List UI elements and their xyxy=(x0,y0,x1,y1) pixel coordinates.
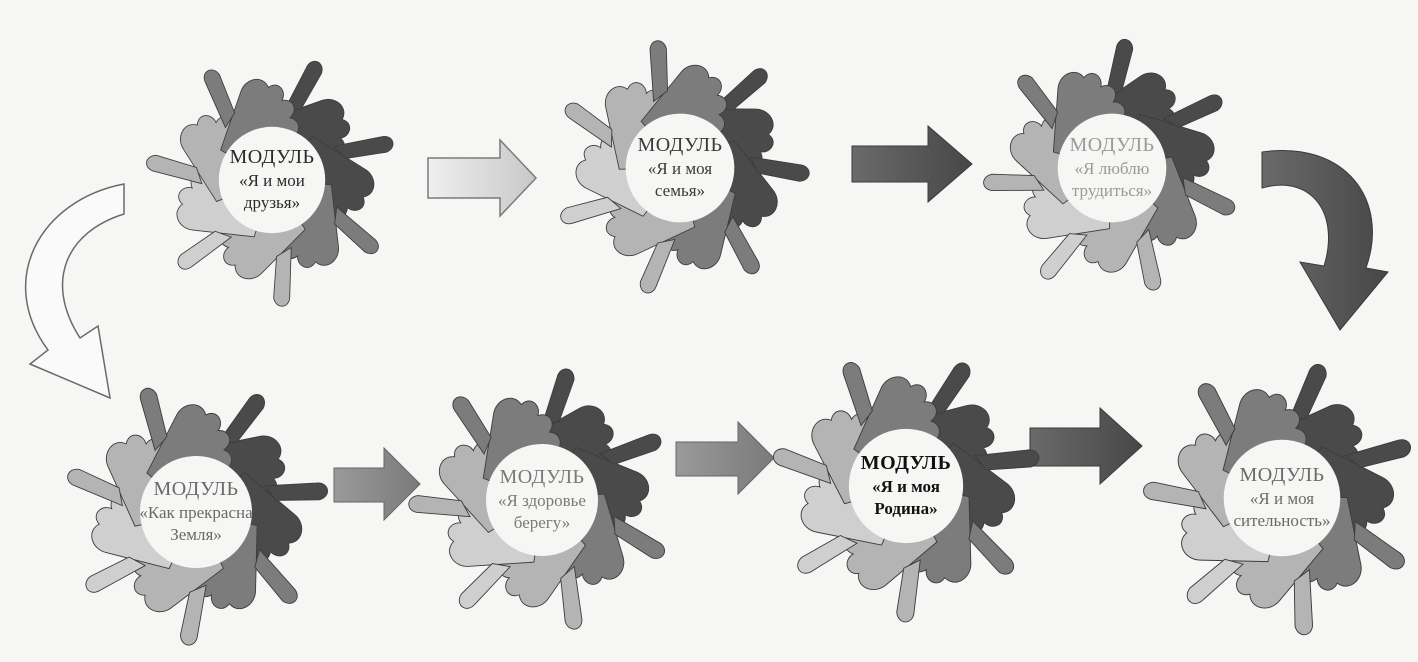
hands-ring-module-2 xyxy=(503,0,862,352)
hands-ring-module-1 xyxy=(139,45,413,320)
hands-ring-module-6 xyxy=(751,329,1070,649)
arrow-module5-to-module6 xyxy=(676,422,774,494)
hands-ring-module-7 xyxy=(1124,338,1418,662)
hands-ring-module-3 xyxy=(945,0,1288,342)
arrow-module1-to-module2 xyxy=(428,140,536,216)
arrow-module3-to-module7 xyxy=(1262,150,1388,330)
ring-center xyxy=(219,127,325,233)
hands-ring-module-4 xyxy=(37,352,363,662)
hands-ring-module-5 xyxy=(379,334,714,662)
arrow-module6-to-module7 xyxy=(1030,408,1142,484)
arrow-module2-to-module3 xyxy=(852,126,972,202)
arrow-module4-to-module5 xyxy=(334,448,420,520)
arrow-module1-to-module4 xyxy=(26,184,124,398)
